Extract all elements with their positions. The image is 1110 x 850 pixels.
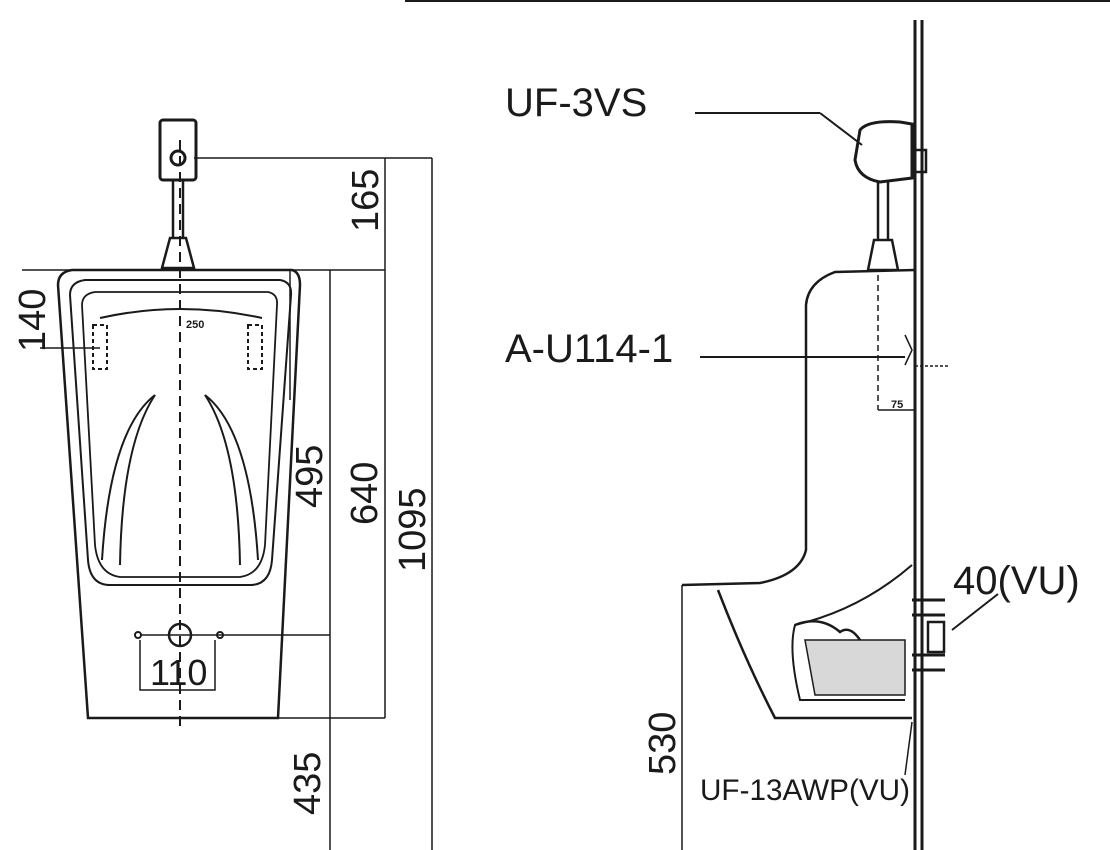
splash-rib-left-inner (119, 394, 156, 566)
dim-250: 250 (186, 319, 204, 331)
spud-connector (160, 236, 196, 270)
flush-valve-button (169, 149, 187, 167)
hanger-profile (904, 334, 913, 366)
dim-165: 165 (345, 169, 387, 232)
label-uf-13awp-vu: UF-13AWP(VU) (700, 774, 910, 807)
dim-530: 530 (642, 712, 684, 775)
dim-75: 75 (891, 399, 903, 411)
hanger-bracket-left (92, 324, 108, 370)
side-spud (866, 238, 900, 272)
dim-110: 110 (150, 652, 207, 693)
d110-bracket (139, 640, 216, 691)
urinal-side-base (716, 589, 912, 720)
hanger-bracket-right (247, 324, 263, 370)
flush-valve-side (853, 120, 914, 184)
side-view: UF-3VS A-U114-1 40(VU) UF-13AWP(VU) 75 5… (505, 20, 1080, 850)
leader-flush-valve-d (819, 112, 863, 146)
dim-495: 495 (289, 445, 331, 508)
flush-valve-body (158, 118, 198, 182)
dim-640: 640 (344, 462, 386, 525)
front-view: 165 140 250 495 640 1095 110 435 (12, 118, 434, 850)
outlet-flange (926, 620, 946, 654)
trap-strainer (794, 620, 862, 641)
urinal-bowl (81, 291, 278, 578)
urinal-side-outline (681, 268, 916, 587)
splash-rib-right (204, 394, 259, 561)
label-40-vu: 40(VU) (953, 559, 1080, 603)
flush-valve-wall-nut (910, 148, 928, 174)
dim-435: 435 (287, 752, 329, 815)
leader-outlet (951, 593, 999, 631)
dim-1095: 1095 (392, 487, 434, 572)
label-a-u114-1: A-U114-1 (505, 327, 673, 371)
label-uf-3vs: UF-3VS (505, 81, 647, 125)
dim-140: 140 (12, 289, 54, 352)
splash-rib-right-inner (204, 394, 241, 566)
trap-water (804, 639, 906, 696)
splash-rib-left (101, 394, 156, 561)
leader-trap (904, 721, 913, 776)
